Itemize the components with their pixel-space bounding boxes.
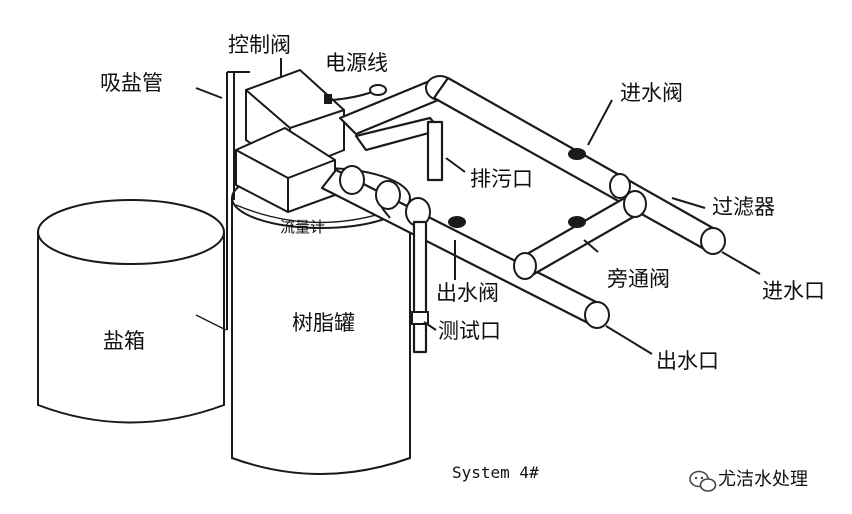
label-outlet-valve: 出水阀 [436,281,499,305]
label-inlet-valve: 进水阀 [620,81,683,105]
label-brine-tank: 盐箱 [103,329,145,353]
label-control-valve: 控制阀 [228,33,291,57]
label-power-cord: 电源线 [325,51,388,75]
control-valve [235,68,345,214]
brine-tank [37,199,227,424]
wechat-icon [689,470,717,492]
label-bypass-valve: 旁通阀 [607,267,670,291]
watermark-text: 尤洁水处理 [718,469,808,490]
label-test-port: 测试口 [438,319,501,343]
label-water-outlet: 出水口 [656,349,719,373]
label-filter: 过滤器 [712,195,775,219]
label-resin-tank: 树脂罐 [292,311,355,335]
brine-tube [226,71,250,330]
power-cord [331,84,387,101]
label-flow-meter: 流量计 [280,218,325,236]
diagram-caption: System 4# [452,463,539,482]
leader-arrows [195,58,761,355]
pipe-network [320,75,726,354]
label-drain-port: 排污口 [470,167,533,191]
label-brine-tube: 吸盐管 [100,71,163,95]
watermark: 尤洁水处理 [689,469,808,492]
label-water-inlet: 进水口 [762,279,825,303]
